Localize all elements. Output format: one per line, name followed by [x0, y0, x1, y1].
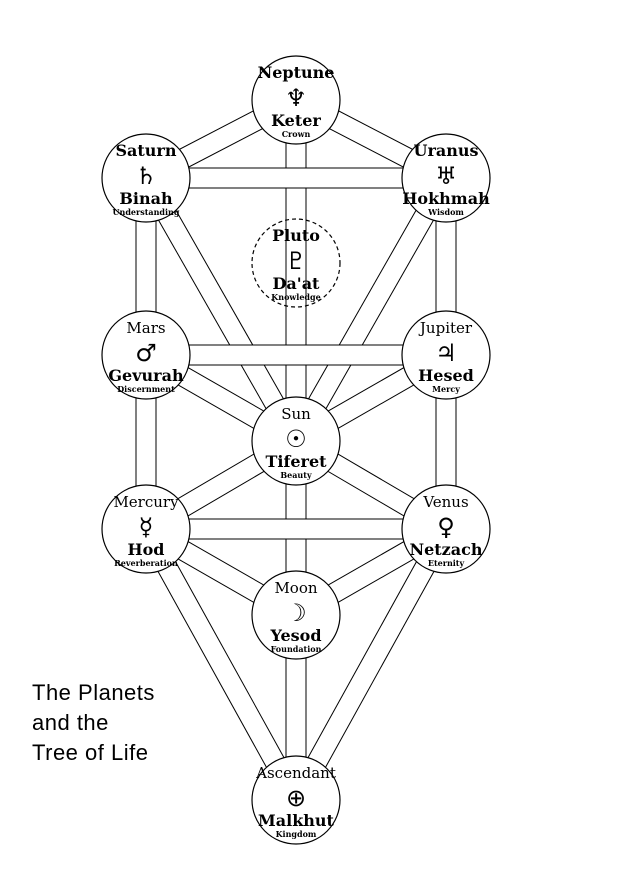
path-channel — [146, 345, 446, 365]
planet-name: Neptune — [258, 63, 335, 82]
sun-symbol-icon: ☉ — [285, 425, 307, 453]
ascendant-symbol-icon: ⊕ — [286, 784, 306, 812]
sephira-circle — [101, 133, 191, 223]
sephira-circle — [401, 133, 491, 223]
sephira-circle — [101, 484, 191, 574]
sephira-name: Hokhmah — [402, 189, 490, 208]
planet-name: Sun — [281, 405, 311, 423]
sephira-meaning: Beauty — [280, 470, 312, 480]
sephira-circle — [101, 310, 191, 400]
planet-name: Mercury — [113, 493, 179, 511]
path-channel — [146, 519, 446, 539]
sephira-circle — [251, 755, 341, 845]
path-edge — [154, 523, 306, 796]
sephira-circle — [251, 218, 341, 308]
path-edge — [136, 533, 288, 806]
sephira-name: Keter — [271, 111, 321, 130]
diagram-title: The Planets and the Tree of Life — [32, 678, 155, 768]
sephira-name: Hod — [128, 540, 165, 559]
path-edge — [286, 172, 438, 437]
sephira-meaning: Knowledge — [271, 292, 320, 302]
sephira-meaning: Discernment — [117, 384, 175, 394]
path-hod-netzach — [146, 518, 446, 540]
sephira-meaning: Crown — [282, 129, 311, 139]
title-line-2: and the — [32, 710, 109, 735]
planet-name: Jupiter — [418, 319, 473, 337]
sephira-meaning: Foundation — [271, 644, 322, 654]
mars-symbol-icon: ♂ — [135, 339, 157, 367]
path-edge — [154, 172, 306, 437]
planet-name: Ascendant — [255, 764, 336, 782]
sephira-name: Yesod — [269, 626, 321, 645]
venus-symbol-icon: ♀ — [437, 513, 455, 541]
sephira-name: Da'at — [273, 274, 321, 293]
sephira-meaning: Mercy — [432, 384, 460, 394]
sephira-name: Hesed — [418, 366, 474, 385]
sephira-name: Malkhut — [258, 811, 335, 830]
sephira-meaning: Eternity — [428, 558, 465, 568]
planet-name: Pluto — [272, 226, 320, 245]
neptune-symbol-icon: ♆ — [285, 84, 307, 112]
sephira-name: Netzach — [409, 540, 482, 559]
sephira-circle — [251, 570, 341, 660]
moon-symbol-icon: ☽ — [285, 599, 307, 627]
sephira-circle — [401, 484, 491, 574]
path-edge — [304, 533, 456, 806]
sephira-meaning: Reverberation — [114, 558, 178, 568]
planet-name: Mars — [126, 319, 165, 337]
path-edge — [286, 523, 438, 796]
sephira-meaning: Kingdom — [276, 829, 317, 839]
planet-name: Saturn — [115, 141, 176, 160]
planet-name: Venus — [422, 493, 468, 511]
path-gevurah-hesed — [146, 344, 446, 366]
path-channel — [137, 173, 305, 446]
path-channel — [286, 615, 306, 800]
sephira-circle — [251, 55, 341, 145]
path-edge — [304, 182, 456, 447]
planet-name: Moon — [274, 579, 317, 597]
path-channel — [287, 524, 455, 805]
path-edge — [136, 182, 288, 447]
planet-name: Uranus — [413, 141, 478, 160]
pluto-symbol-icon: ♇ — [285, 247, 307, 275]
path-netzach-malkhut — [286, 523, 456, 806]
sephira-name: Binah — [119, 189, 173, 208]
title-line-3: Tree of Life — [32, 740, 149, 765]
uranus-symbol-icon: ♅ — [435, 162, 457, 190]
path-hod-malkhut — [136, 523, 306, 806]
path-binah-hokhmah — [146, 167, 446, 189]
sephira-meaning: Wisdom — [427, 207, 464, 217]
title-line-1: The Planets — [32, 680, 155, 705]
jupiter-symbol-icon: ♃ — [435, 339, 457, 367]
sephira-meaning: Understanding — [113, 207, 180, 217]
path-hokhmah-tiferet — [286, 172, 456, 447]
path-channel — [146, 168, 446, 188]
path-channel — [287, 173, 455, 446]
path-channel — [137, 524, 305, 805]
saturn-symbol-icon: ♄ — [135, 162, 157, 190]
mercury-symbol-icon: ☿ — [139, 513, 154, 541]
sephira-circle — [401, 310, 491, 400]
path-binah-tiferet — [136, 172, 306, 447]
sephira-name: Gevurah — [108, 366, 184, 385]
sephira-circle — [251, 396, 341, 486]
sephira-name: Tiferet — [265, 452, 327, 471]
